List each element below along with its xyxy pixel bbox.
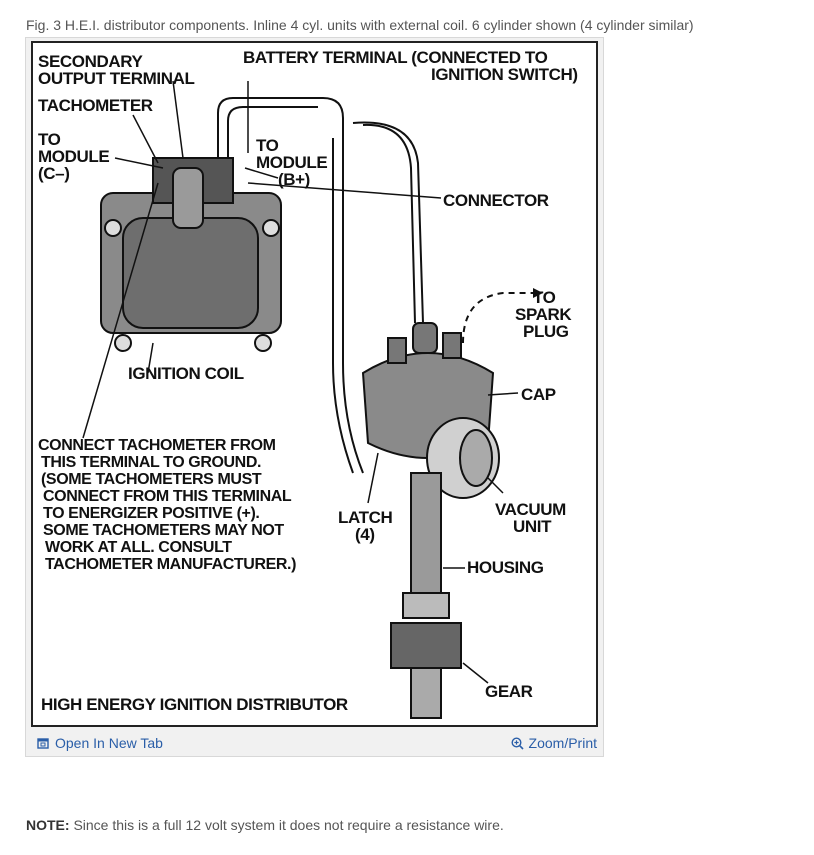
zoom-in-icon xyxy=(511,736,524,750)
label-secondary: SECONDARY xyxy=(38,52,143,71)
label-to-module-c-1: TO xyxy=(38,130,61,149)
note-line-5: TO ENERGIZER POSITIVE (+). xyxy=(43,505,259,522)
label-vacuum-2: UNIT xyxy=(513,517,552,536)
open-new-tab-link[interactable]: Open In New Tab xyxy=(37,735,163,751)
label-to-module-c-3: (C–) xyxy=(38,164,69,183)
figure-caption: Fig. 3 H.E.I. distributor components. In… xyxy=(26,17,694,33)
label-to-module-b-2: MODULE xyxy=(256,153,327,172)
label-housing: HOUSING xyxy=(467,558,544,577)
note-line-1: CONNECT TACHOMETER FROM xyxy=(38,437,276,454)
hei-distributor-diagram[interactable]: SECONDARY OUTPUT TERMINAL BATTERY TERMIN… xyxy=(31,41,598,727)
label-secondary-output: OUTPUT TERMINAL xyxy=(38,69,194,88)
label-battery-ignition: IGNITION SWITCH) xyxy=(431,65,578,84)
label-tachometer: TACHOMETER xyxy=(38,96,153,115)
open-new-tab-icon xyxy=(37,737,49,749)
zoom-print-link[interactable]: Zoom/Print xyxy=(511,735,597,751)
label-gear: GEAR xyxy=(485,682,533,701)
label-to-module-b-1: TO xyxy=(256,136,279,155)
label-to-module-c-2: MODULE xyxy=(38,147,109,166)
note-line-8: TACHOMETER MANUFACTURER.) xyxy=(45,556,296,573)
zoom-print-label: Zoom/Print xyxy=(528,735,597,751)
label-to-spark-3: PLUG xyxy=(523,322,569,341)
label-to-module-b-3: (B+) xyxy=(278,170,310,189)
note-line-7: WORK AT ALL. CONSULT xyxy=(45,539,232,556)
note-label: NOTE: xyxy=(26,817,70,833)
note-text: Since this is a full 12 volt system it d… xyxy=(69,817,504,833)
note-paragraph: NOTE: Since this is a full 12 volt syste… xyxy=(26,817,504,833)
label-to-spark-1: TO xyxy=(533,288,556,307)
label-ignition-coil: IGNITION COIL xyxy=(128,364,244,383)
label-vacuum-1: VACUUM xyxy=(495,500,566,519)
label-to-spark-2: SPARK xyxy=(515,305,572,324)
note-line-4: CONNECT FROM THIS TERMINAL xyxy=(43,488,292,505)
note-line-6: SOME TACHOMETERS MAY NOT xyxy=(43,522,284,539)
diagram-illustration: SECONDARY OUTPUT TERMINAL BATTERY TERMIN… xyxy=(38,48,578,719)
note-line-3: (SOME TACHOMETERS MUST xyxy=(41,471,262,488)
diagram-title: HIGH ENERGY IGNITION DISTRIBUTOR xyxy=(41,695,348,714)
label-cap: CAP xyxy=(521,385,556,404)
label-latch-1: LATCH xyxy=(338,508,392,527)
label-latch-2: (4) xyxy=(355,525,375,544)
open-new-tab-label: Open In New Tab xyxy=(55,735,163,751)
label-battery: BATTERY TERMINAL (CONNECTED TO xyxy=(243,48,548,67)
figure-container: SECONDARY OUTPUT TERMINAL BATTERY TERMIN… xyxy=(25,37,604,757)
label-connector: CONNECTOR xyxy=(443,191,549,210)
note-line-2: THIS TERMINAL TO GROUND. xyxy=(41,454,261,471)
